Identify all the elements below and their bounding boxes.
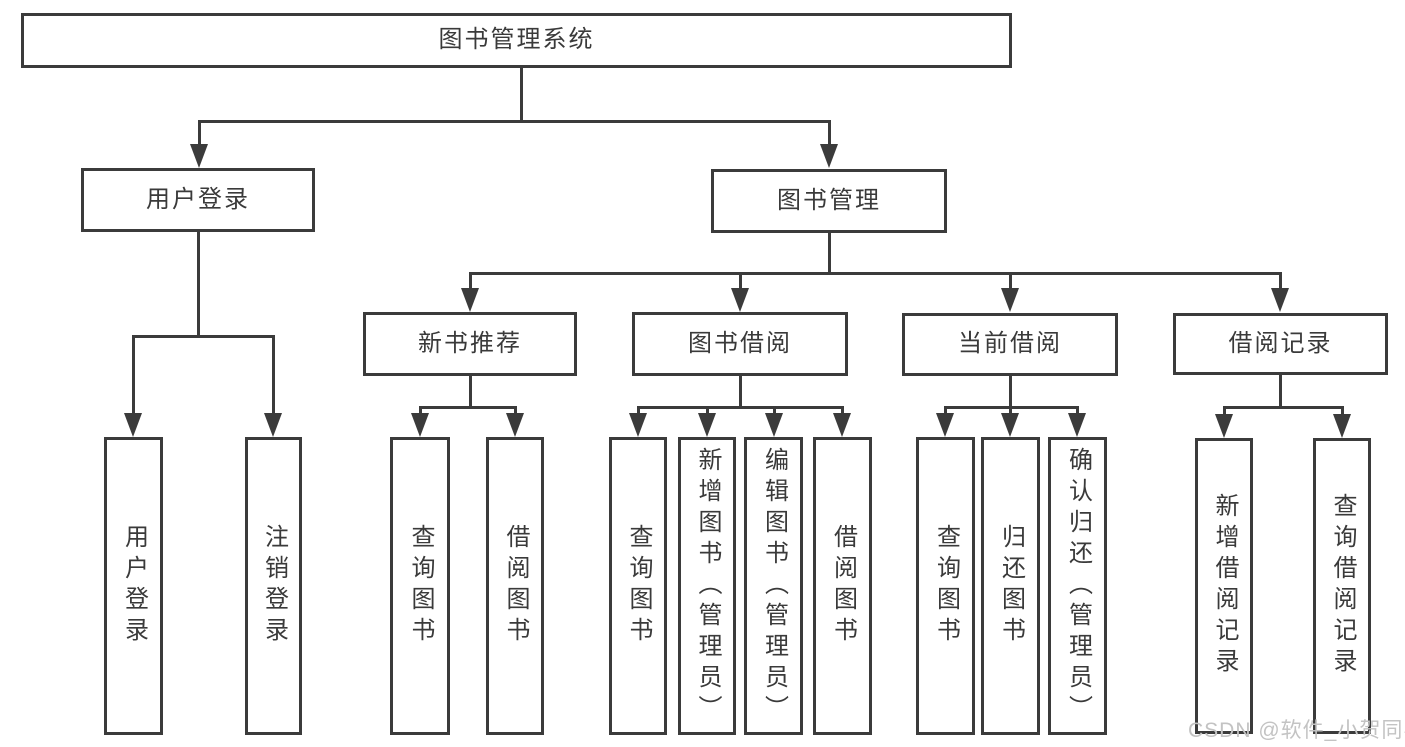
- node-borrow-records: 借阅记录: [1173, 313, 1388, 375]
- leaf-edit-books-admin-label: 编辑图书（管理员）: [760, 446, 788, 726]
- edge-bookmgmt-to-level3-drop: [1278, 272, 1282, 292]
- edge-bookmgmt-to-level3-drop: [1008, 272, 1012, 292]
- arrow-down-icon: [1215, 414, 1233, 438]
- arrow-down-icon: [1068, 413, 1086, 437]
- leaf-borrow-books-recommend: 借阅图书: [486, 437, 544, 735]
- node-root-label: 图书管理系统: [438, 26, 595, 54]
- node-current-borrow: 当前借阅: [902, 313, 1118, 376]
- arrow-down-icon: [1001, 413, 1019, 437]
- leaf-add-borrow-record: 新增借阅记录: [1195, 438, 1253, 734]
- edge-currentborrow-to-leaves-drop: [1008, 406, 1012, 417]
- leaf-query-books-current-label: 查询图书: [932, 524, 960, 648]
- arrow-down-icon: [506, 413, 524, 437]
- leaf-query-books-recommend-label: 查询图书: [407, 524, 434, 648]
- edge-userlogin-to-leaves-stem: [196, 232, 200, 338]
- edge-bookborrow-to-leaves-bar: [636, 406, 844, 409]
- leaf-add-books-admin-label: 新增图书（管理员）: [694, 446, 721, 726]
- node-root: 图书管理系统: [21, 13, 1012, 68]
- edge-bookmgmt-to-level3-drop: [738, 272, 742, 292]
- edge-bookmgmt-to-level3-drop: [468, 272, 472, 292]
- edge-bookborrow-to-leaves-drop: [772, 406, 776, 417]
- leaf-user-login-label: 用户登录: [120, 524, 148, 648]
- leaf-query-books-recommend: 查询图书: [390, 437, 450, 735]
- edge-userlogin-to-leaves-drop: [131, 335, 135, 417]
- watermark-text: CSDN @软件_小贺同学: [1188, 719, 1405, 742]
- node-user-login-label: 用户登录: [146, 185, 250, 213]
- edge-bookmgmt-to-level3-stem: [827, 233, 831, 275]
- node-user-login: 用户登录: [81, 168, 315, 232]
- leaf-query-books-borrow-label: 查询图书: [625, 524, 652, 648]
- edge-records-to-leaves-drop: [1340, 406, 1344, 418]
- edge-newbook-to-leaves-drop: [418, 406, 422, 417]
- leaf-logout: 注销登录: [245, 437, 302, 735]
- leaf-add-borrow-record-label: 新增借阅记录: [1211, 493, 1238, 679]
- node-book-borrow: 图书借阅: [632, 312, 848, 376]
- leaf-return-books: 归还图书: [981, 437, 1040, 735]
- leaf-confirm-return-admin-label: 确认归还（管理员）: [1064, 446, 1092, 726]
- edge-records-to-leaves-drop: [1222, 406, 1226, 418]
- arrow-down-icon: [629, 413, 647, 437]
- edge-currentborrow-to-leaves-drop: [943, 406, 947, 417]
- leaf-query-borrow-record: 查询借阅记录: [1313, 438, 1371, 734]
- node-book-management: 图书管理: [711, 169, 947, 233]
- arrow-down-icon: [1001, 288, 1019, 312]
- leaf-edit-books-admin: 编辑图书（管理员）: [744, 437, 803, 735]
- edge-newbook-to-leaves-bar: [418, 406, 517, 409]
- edge-newbook-to-leaves-drop: [513, 406, 517, 417]
- edge-userlogin-to-leaves-drop: [271, 335, 275, 417]
- node-new-book-recommend-label: 新书推荐: [418, 329, 522, 357]
- arrow-down-icon: [461, 288, 479, 312]
- leaf-confirm-return-admin: 确认归还（管理员）: [1048, 437, 1107, 735]
- edge-root-to-level2-bar: [197, 120, 831, 123]
- arrow-down-icon: [698, 413, 716, 437]
- leaf-query-books-borrow: 查询图书: [609, 437, 667, 735]
- leaf-borrow-books-label: 借阅图书: [829, 524, 857, 648]
- node-book-management-label: 图书管理: [777, 186, 881, 214]
- arrow-down-icon: [936, 413, 954, 437]
- arrow-down-icon: [731, 288, 749, 312]
- edge-bookborrow-to-leaves-stem: [738, 376, 742, 409]
- edge-userlogin-to-leaves-bar: [131, 335, 275, 338]
- edge-bookborrow-to-leaves-drop: [840, 406, 844, 417]
- node-book-borrow-label: 图书借阅: [688, 329, 792, 357]
- edge-root-to-level2-stem: [519, 68, 523, 123]
- arrow-down-icon: [411, 413, 429, 437]
- edge-newbook-to-leaves-stem: [468, 376, 472, 409]
- leaf-user-login: 用户登录: [104, 437, 163, 735]
- leaf-return-books-label: 归还图书: [997, 524, 1025, 648]
- node-new-book-recommend: 新书推荐: [363, 312, 577, 376]
- edge-bookmgmt-to-level3-bar: [468, 272, 1282, 275]
- edge-bookborrow-to-leaves-drop: [705, 406, 709, 417]
- arrow-down-icon: [833, 413, 851, 437]
- edge-root-to-level2-drop: [827, 120, 831, 148]
- leaf-borrow-books: 借阅图书: [813, 437, 872, 735]
- arrow-down-icon: [1271, 288, 1289, 312]
- leaf-query-books-current: 查询图书: [916, 437, 975, 735]
- arrow-down-icon: [820, 144, 838, 168]
- node-current-borrow-label: 当前借阅: [958, 330, 1062, 358]
- edge-bookborrow-to-leaves-drop: [636, 406, 640, 417]
- edge-currentborrow-to-leaves-stem: [1008, 376, 1012, 409]
- leaf-add-books-admin: 新增图书（管理员）: [678, 437, 736, 735]
- leaf-logout-label: 注销登录: [260, 524, 288, 648]
- edge-records-to-leaves-stem: [1278, 375, 1282, 409]
- edge-currentborrow-to-leaves-drop: [1075, 406, 1079, 417]
- edge-records-to-leaves-bar: [1222, 406, 1344, 409]
- leaf-query-borrow-record-label: 查询借阅记录: [1329, 493, 1356, 679]
- node-borrow-records-label: 借阅记录: [1228, 329, 1333, 357]
- edge-root-to-level2-drop: [197, 120, 201, 148]
- arrow-down-icon: [264, 413, 282, 437]
- arrow-down-icon: [190, 144, 208, 168]
- leaf-borrow-books-recommend-label: 借阅图书: [502, 524, 529, 648]
- arrow-down-icon: [1333, 414, 1351, 438]
- arrow-down-icon: [124, 413, 142, 437]
- arrow-down-icon: [765, 413, 783, 437]
